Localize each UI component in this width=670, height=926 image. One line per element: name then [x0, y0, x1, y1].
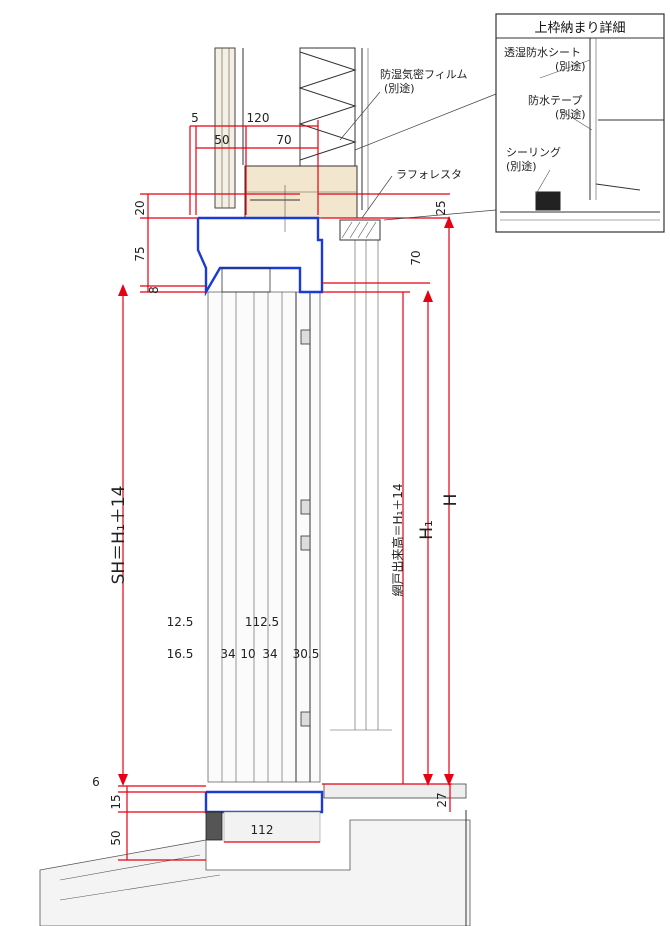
sh-formula: SH＝H₁＋14	[109, 486, 129, 585]
dim-70-right: 70	[409, 250, 423, 265]
callout-film: 防湿気密フィルム	[380, 67, 468, 81]
detail-box	[495, 13, 665, 233]
dim-50-top: 50	[214, 133, 229, 147]
callout-lath: ラフォレスタ	[396, 168, 462, 181]
dim-25: 25	[434, 200, 448, 215]
head-frame	[196, 216, 324, 297]
sliding-panels	[207, 291, 321, 783]
label-sealing-note: (別途)	[506, 159, 537, 173]
dim-10: 10	[240, 647, 255, 661]
dim-8: 8	[147, 286, 161, 294]
dim-15: 15	[109, 794, 123, 809]
dim-112: 112	[251, 823, 274, 837]
dim-6: 6	[92, 775, 100, 789]
detail-box-texts: 上枠納まり詳細 透湿防水シート (別途) 防水テープ (別途) シーリング (別…	[504, 20, 626, 173]
detail-title: 上枠納まり詳細	[534, 20, 625, 36]
dim-30-5: 30.5	[293, 647, 320, 661]
h1-label: H₁	[417, 520, 437, 540]
label-tape: 防水テープ	[528, 93, 582, 107]
dim-27: 27	[435, 792, 449, 807]
dim-75: 75	[133, 246, 147, 261]
screen-height-formula: 網戸出来高＝H₁＋14	[390, 483, 405, 596]
callout-film-note: (別途)	[384, 81, 415, 95]
leader-lines	[339, 91, 497, 221]
label-sheet: 透湿防水シート	[504, 45, 581, 59]
height-texts: SH＝H₁＋14 網戸出来高＝H₁＋14 H₁ H	[109, 483, 461, 596]
callout-texts: 防湿気密フィルム (別途) ラフォレスタ	[380, 67, 468, 181]
label-sealing: シーリング	[506, 145, 561, 159]
dim-12-5: 12.5	[167, 615, 194, 629]
dim-20: 20	[133, 200, 147, 215]
dim-16-5: 16.5	[167, 647, 194, 661]
floor	[39, 783, 471, 926]
wall-structure	[214, 47, 392, 731]
dim-70-top: 70	[276, 133, 291, 147]
dim-112-5: 112.5	[245, 615, 279, 629]
dimension-lines	[118, 120, 452, 861]
label-sheet-note: (別途)	[555, 59, 586, 73]
dimension-texts: 5 120 50 70 20 75 8 25 70 12.5 112.5 16.…	[92, 111, 449, 846]
dim-34b: 34	[262, 647, 277, 661]
label-tape-note: (別途)	[555, 107, 586, 121]
sill-frame	[204, 790, 324, 843]
h-label: H	[441, 494, 461, 507]
dimension-arrows	[118, 216, 454, 786]
dim-120: 120	[247, 111, 270, 125]
dim-50-bottom: 50	[109, 830, 123, 845]
dim-5: 5	[191, 111, 199, 125]
dim-34a: 34	[220, 647, 235, 661]
